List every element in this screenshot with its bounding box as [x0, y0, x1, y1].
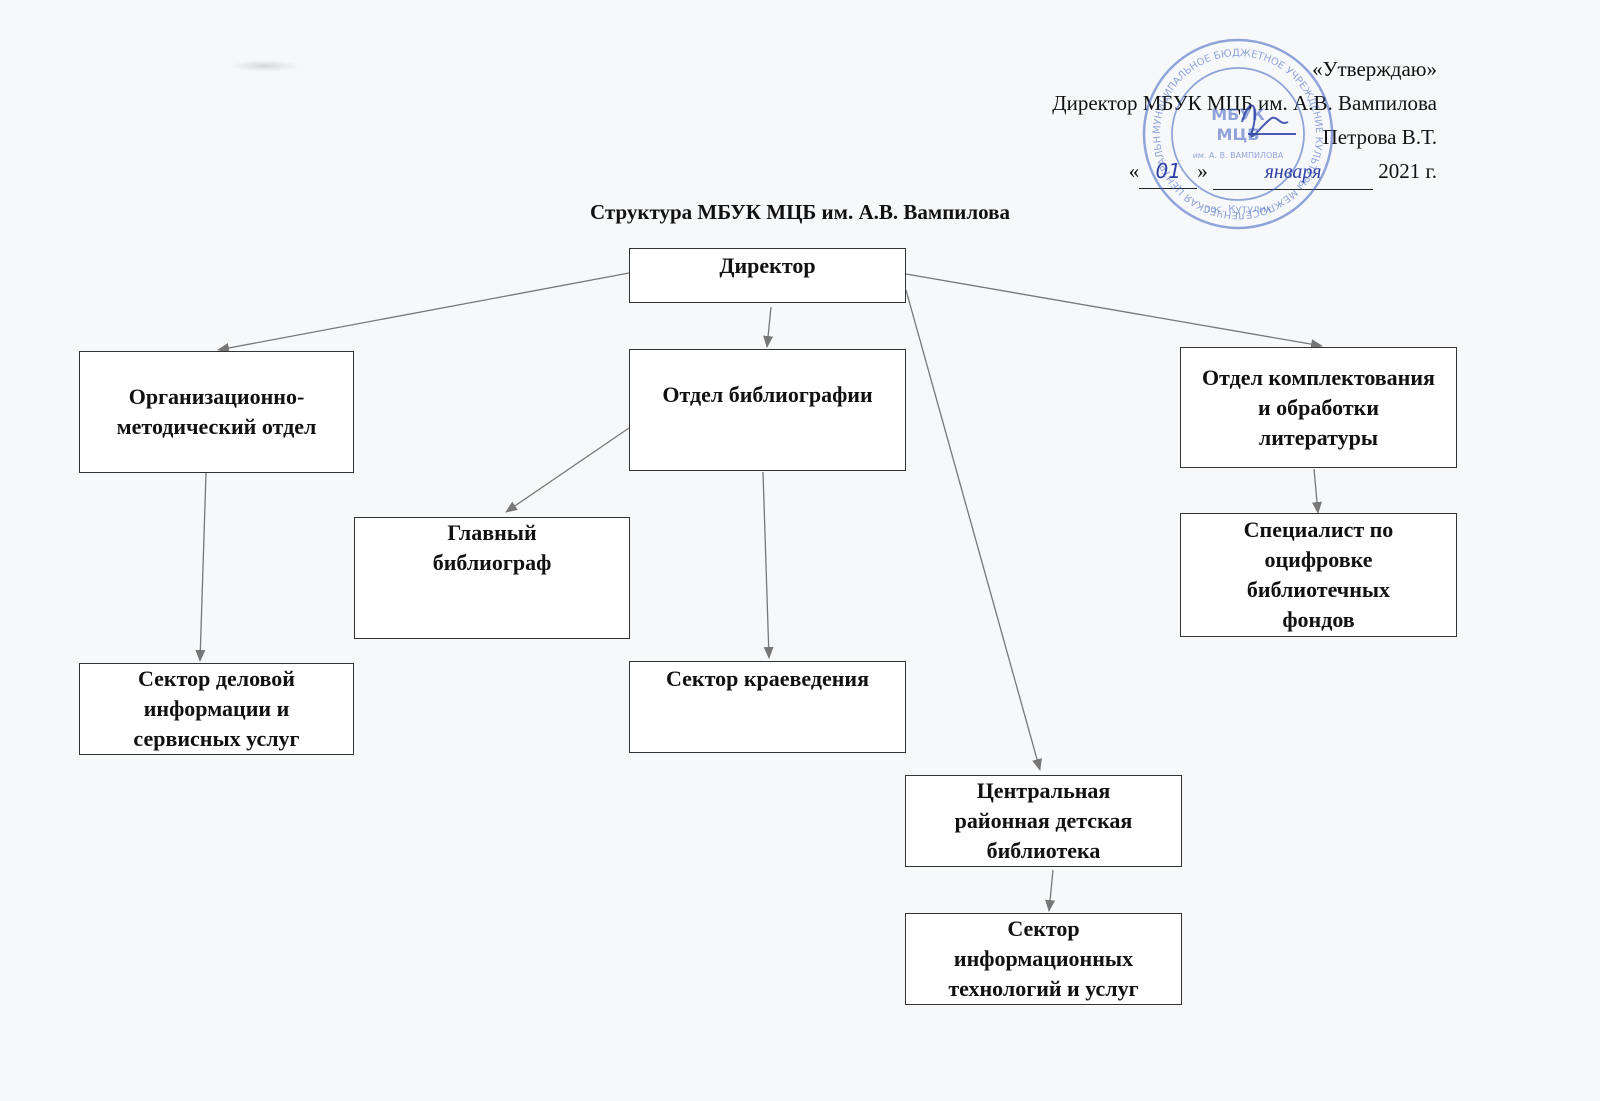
node-it-sector-label: Сектор информационных технологий и услуг [948, 916, 1139, 1001]
node-business-info: Сектор деловой информации и сервисных ус… [79, 663, 354, 755]
approval-block: «Утверждаю» Директор МБУК МЦБ им. А.В. В… [1052, 52, 1437, 190]
node-org-method-label: Организационно-методический отдел [116, 384, 317, 439]
edge-children-library-it [1045, 869, 1056, 912]
node-chief-bibliographer-label: Главный библиограф [432, 520, 552, 575]
node-bibliography: Отдел библиографии [629, 349, 906, 471]
node-acquisition: Отдел комплектования и обработки литерат… [1180, 347, 1457, 468]
approval-heading: «Утверждаю» [1312, 57, 1437, 81]
node-director: Директор [629, 248, 906, 303]
node-children-library-label: Центральная районная детская библиотека [954, 778, 1133, 863]
stamp-center-top: МБУК [1211, 105, 1265, 124]
edge-acquisition-digitization [1312, 468, 1322, 514]
approval-date: «01» января 2021 г. [1052, 154, 1437, 190]
edge-director-acquisition [905, 273, 1323, 350]
node-director-label: Директор [719, 253, 816, 278]
node-children-library: Центральная районная детская библиотека [905, 775, 1182, 867]
stamp-inner-ring [1171, 67, 1305, 201]
official-stamp: МУНИЦИПАЛЬНОЕ БЮДЖЕТНОЕ УЧРЕЖДЕНИЕ КУЛЬТ… [1138, 34, 1334, 230]
edge-bibliography-chief [505, 427, 630, 513]
page-title: Структура МБУК МЦБ им. А.В. Вампилова [589, 200, 1010, 224]
approval-signatory: Петрова В.Т. [1322, 125, 1437, 149]
approval-position: Директор МБУК МЦБ им. А.В. Вампилова [1052, 91, 1437, 115]
date-day-blank: 01 [1139, 154, 1198, 189]
edge-org-method-business-info [195, 472, 207, 662]
date-close-quote: » [1197, 159, 1208, 183]
stamp-center-sub: им. А. В. ВАМПИЛОВА [1193, 151, 1284, 160]
edge-bibliography-local-history [762, 471, 774, 659]
date-day: 01 [1155, 159, 1181, 183]
edge-director-bibliography [763, 306, 774, 348]
node-it-sector: Сектор информационных технологий и услуг [905, 913, 1182, 1005]
node-chief-bibliographer: Главный библиограф [354, 517, 630, 639]
node-org-method: Организационно-методический отдел [79, 351, 354, 473]
node-business-info-label: Сектор деловой информации и сервисных ус… [133, 666, 300, 751]
node-local-history: Сектор краеведения [629, 661, 906, 753]
node-acquisition-label: Отдел комплектования и обработки литерат… [1202, 364, 1435, 450]
date-year: 2021 г. [1378, 159, 1437, 183]
edge-director-children-library [905, 289, 1042, 771]
edge-director-org-method [217, 272, 630, 353]
signature-mark [1241, 104, 1296, 138]
stamp-center-mid: МЦБ [1217, 125, 1260, 144]
node-digitization-label: Специалист по оцифровке библиотечных фон… [1243, 517, 1394, 632]
date-open-quote: « [1128, 159, 1140, 183]
stamp-outer-ring [1142, 38, 1334, 230]
node-digitization: Специалист по оцифровке библиотечных фон… [1180, 513, 1457, 637]
node-bibliography-label: Отдел библиографии [662, 382, 873, 407]
scan-smudge [230, 60, 300, 72]
stamp-bottom-text: пос. Кутулик [1204, 204, 1272, 215]
node-local-history-label: Сектор краеведения [665, 666, 870, 691]
